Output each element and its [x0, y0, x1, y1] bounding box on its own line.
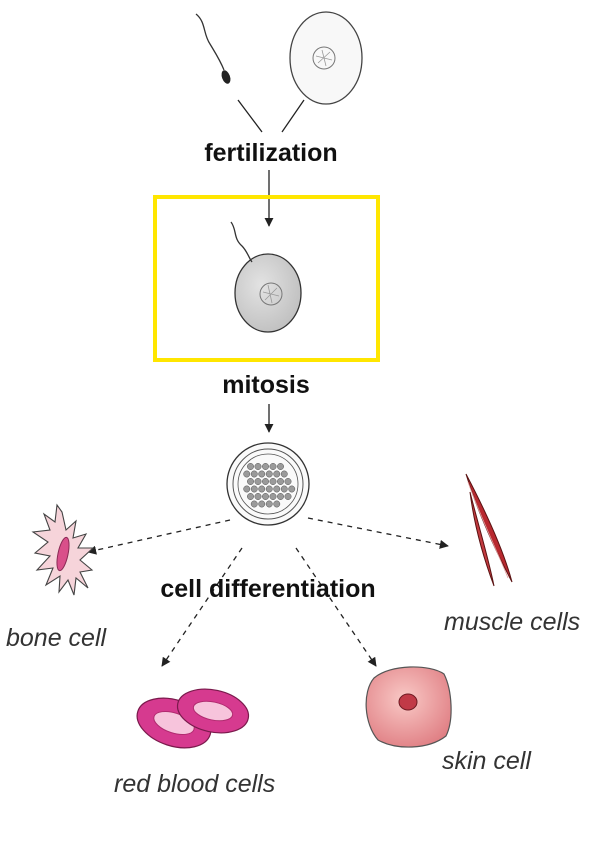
morula-cell — [277, 478, 284, 485]
morula-cell — [277, 463, 284, 470]
morula-cell — [254, 463, 262, 470]
morula-cell — [288, 485, 296, 493]
egg-connector-line — [281, 99, 305, 133]
morula-cell-cluster-icon — [226, 442, 310, 526]
cell-label-red-blood-cells: red blood cells — [114, 770, 275, 798]
zygote-icon — [230, 221, 302, 333]
morula-cell — [273, 485, 281, 493]
morula-cell — [254, 478, 262, 485]
morula-cell — [265, 470, 273, 478]
morula-cell — [247, 478, 254, 485]
morula-cell — [262, 493, 269, 500]
morula-cell — [265, 485, 273, 493]
arrow-to-red-blood-cells — [161, 547, 243, 667]
morula-cell — [265, 500, 273, 508]
morula-cell — [243, 470, 251, 478]
arrow-to-bone-cell — [87, 519, 231, 555]
skin-cell-icon — [365, 666, 452, 748]
morula-cell — [280, 485, 288, 493]
morula-cell — [262, 478, 269, 485]
cell-label-bone-cell: bone cell — [6, 624, 108, 652]
stage-label-mitosis: mitosis — [222, 371, 310, 399]
morula-cell — [273, 470, 281, 478]
bone-cell-icon — [31, 503, 95, 596]
sperm-connector-line — [237, 99, 263, 133]
zygote-highlight-box — [153, 195, 380, 362]
morula-cell — [262, 463, 269, 470]
morula-cell — [273, 500, 281, 508]
stage-label-fertilization: fertilization — [204, 139, 337, 167]
morula-cell — [269, 493, 277, 500]
morula-cell — [277, 493, 284, 500]
morula-cell — [258, 470, 266, 478]
morula-cell — [247, 493, 254, 500]
red-blood-cells-icon — [136, 688, 250, 749]
arrow-to-skin-cell — [295, 547, 377, 667]
morula-cell — [258, 500, 266, 508]
stage-label-cell-differentiation: cell differentiation — [160, 575, 375, 603]
arrow-to-muscle-cells — [307, 517, 449, 549]
egg-cell-icon — [289, 11, 363, 105]
morula-cell — [247, 463, 254, 470]
morula-cell — [284, 478, 292, 485]
morula-cell — [269, 463, 277, 470]
morula-cell — [280, 470, 288, 478]
morula-cell — [254, 493, 262, 500]
morula-cell — [250, 485, 258, 493]
muscle-cells-icon — [465, 473, 513, 587]
morula-cell — [250, 500, 258, 508]
morula-cell — [243, 485, 251, 493]
cell-label-muscle-cells: muscle cells — [444, 608, 580, 636]
morula-cell — [258, 485, 266, 493]
morula-cell — [284, 493, 292, 500]
morula-cell — [269, 478, 277, 485]
cell-label-skin-cell: skin cell — [442, 747, 532, 775]
sperm-cell-icon — [195, 13, 231, 84]
morula-cell — [250, 470, 258, 478]
